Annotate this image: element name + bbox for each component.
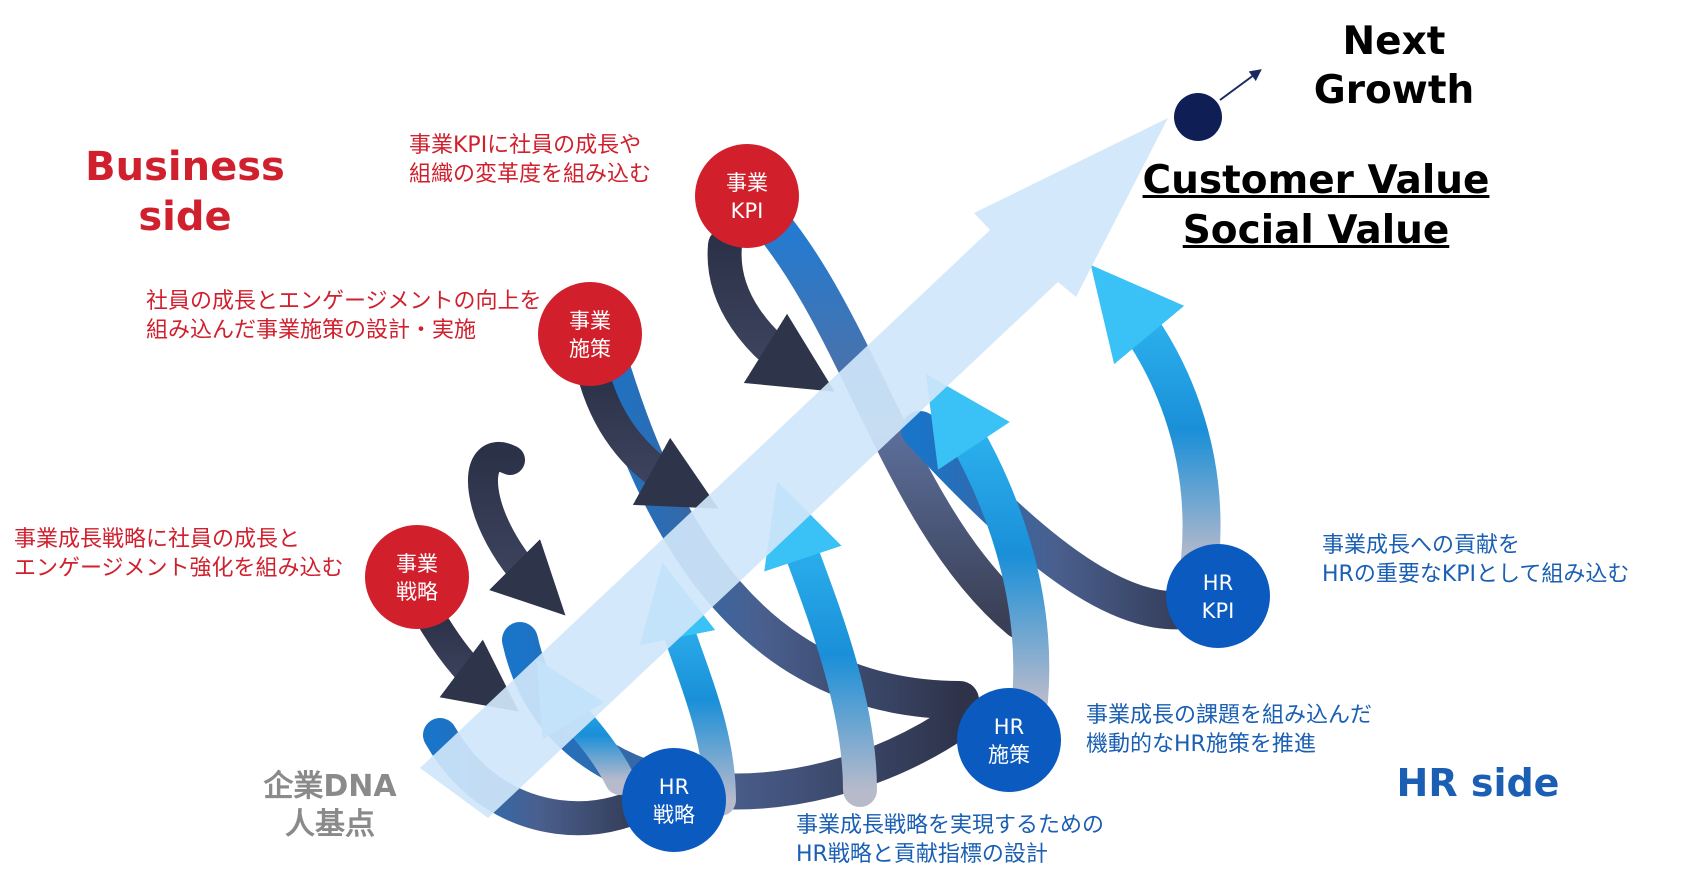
node-label-line2: 戦略 [653, 803, 695, 827]
node-label-line1: 事業 [396, 552, 438, 576]
desc-line2: HR戦略と貢献指標の設計 [796, 841, 1048, 867]
hr-kpi-description: 事業成長への貢献を HRの重要なKPIとして組み込む [1322, 532, 1629, 589]
desc-line1: 事業成長戦略を実現するための [796, 813, 1105, 838]
next-growth-line2: Growth [1313, 67, 1475, 113]
down-arrow [417, 605, 519, 712]
up-arrow [926, 374, 1050, 718]
business-node-kpi: 事業 KPI [695, 144, 799, 248]
desc-line1: 事業成長の課題を組み込んだ [1086, 703, 1373, 728]
node-label-line2: KPI [731, 199, 764, 223]
desc-line2: 組織の変革度を組み込む [409, 161, 652, 187]
node-label-line1: HR [1203, 571, 1233, 595]
up-arrow [764, 481, 877, 807]
node-label-line2: 施策 [988, 743, 1030, 767]
origin-line2: 人基点 [285, 806, 375, 842]
down-arrow [579, 364, 719, 509]
origin-line1: 企業DNA [263, 769, 397, 804]
desc-line2: 組み込んだ事業施策の設計・実施 [146, 317, 477, 343]
business-side-title: Business side [70, 142, 300, 242]
spiral-loops [417, 191, 1239, 836]
desc-line2: 機動的なHR施策を推進 [1086, 731, 1316, 757]
node-label-line1: HR [659, 775, 689, 799]
business-side-line1: Business [85, 144, 285, 190]
node-label-line2: 戦略 [396, 580, 438, 604]
up-arrow [1090, 264, 1221, 579]
desc-line2: エンゲージメント強化を組み込む [14, 555, 344, 581]
business-node-strategy: 事業 戦略 [365, 525, 469, 629]
desc-line1: 事業成長戦略に社員の成長と [14, 527, 301, 552]
customer-value-label: Customer Value [1142, 158, 1490, 203]
node-label-line2: KPI [1202, 599, 1235, 623]
business-node-initiative: 事業 施策 [538, 282, 642, 386]
growth-arrow [420, 118, 1168, 818]
origin-label: 企業DNA 人基点 [250, 768, 410, 843]
next-growth-dot [1174, 93, 1222, 141]
spiral-band [468, 442, 566, 616]
node-label-line2: 施策 [569, 337, 611, 361]
next-growth-line1: Next [1342, 19, 1446, 64]
business-kpi-description: 事業KPIに社員の成長や 組織の変革度を組み込む [409, 132, 651, 189]
next-growth-title: Next Growth [1274, 18, 1514, 116]
business-side-line2: side [138, 194, 232, 240]
social-value-label: Social Value [1182, 207, 1450, 253]
node-label-line1: 事業 [726, 171, 768, 195]
desc-line1: 社員の成長とエンゲージメントの向上を [146, 289, 542, 314]
next-growth-pointer [1219, 69, 1262, 101]
business-initiative-description: 社員の成長とエンゲージメントの向上を 組み込んだ事業施策の設計・実施 [146, 288, 542, 345]
business-strategy-description: 事業成長戦略に社員の成長と エンゲージメント強化を組み込む [14, 526, 344, 583]
hr-initiative-description: 事業成長の課題を組み込んだ 機動的なHR施策を推進 [1086, 702, 1372, 759]
hr-node-strategy: HR 戦略 [622, 748, 726, 852]
down-arrow [707, 228, 835, 392]
value-title: Customer Value Social Value [1116, 156, 1516, 256]
node-label-line1: 事業 [569, 309, 611, 333]
desc-line1: 事業成長への貢献を [1322, 533, 1521, 558]
node-label-line1: HR [994, 715, 1024, 739]
hr-strategy-description: 事業成長戦略を実現するための HR戦略と貢献指標の設計 [796, 812, 1104, 869]
hr-side-title: HR side [1396, 761, 1560, 805]
hr-node-initiative: HR 施策 [957, 688, 1061, 792]
desc-line2: HRの重要なKPIとして組み込む [1322, 561, 1630, 587]
hr-node-kpi: HR KPI [1166, 544, 1270, 648]
desc-line1: 事業KPIに社員の成長や [409, 133, 642, 158]
